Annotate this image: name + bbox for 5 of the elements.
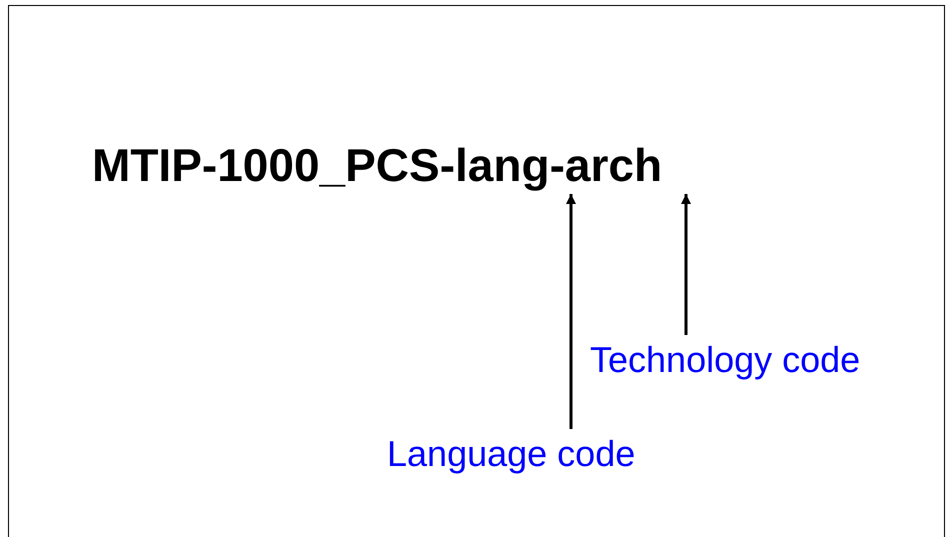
callout-label: Technology code [590, 339, 860, 380]
file-name-pattern: MTIP-1000_PCS-lang-arch [92, 139, 662, 192]
arrow [681, 194, 691, 335]
callout-label: Language code [387, 433, 636, 474]
arrow [566, 194, 576, 429]
